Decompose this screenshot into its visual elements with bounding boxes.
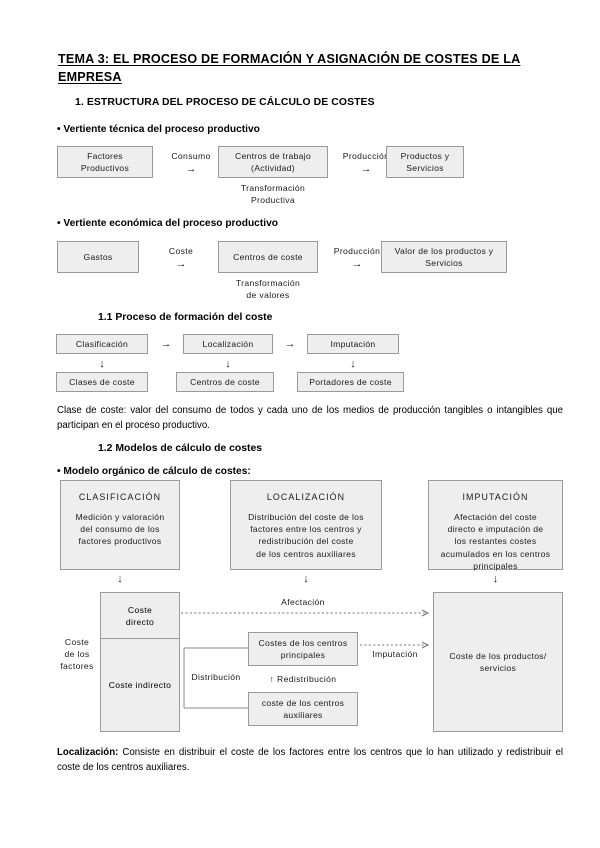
box-imputacion-detalle: IMPUTACIÓN Afectación del coste directo … [428, 480, 563, 571]
box-clases-de-coste: Clases de coste [56, 372, 148, 392]
box-centros-de-trabajo: Centros de trabajo (Actividad) [218, 146, 328, 178]
box-clasificacion-detalle: CLASIFICACIÓN Medición y valoración del … [60, 480, 180, 570]
box-label: Costes de los centros principales [258, 637, 348, 660]
paragraph-line-1: Clase de coste: valor del consumo de tod… [57, 405, 493, 416]
arrow-down-icon: ↓ [99, 358, 105, 370]
box-title: IMPUTACIÓN [462, 492, 529, 502]
bullet-vertiente-economica: • Vertiente económica del proceso produc… [57, 218, 278, 229]
box-label: Factores Productivos [80, 150, 130, 173]
box-body: Afectación del coste directo e imputació… [440, 512, 551, 571]
arrow-down-icon: ↓ [492, 573, 499, 585]
link-label-coste: Coste [168, 246, 194, 256]
arrow-right-icon: → [175, 258, 187, 270]
box-label: Imputación [330, 338, 376, 349]
box-imputacion: Imputación [307, 334, 399, 354]
bullet-vertiente-tecnica: • Vertiente técnica del proceso producti… [57, 124, 260, 135]
cell-coste-indirecto: Coste indirecto [108, 680, 172, 690]
box-label: Productos y Servicios [400, 150, 450, 173]
box-body: Medición y valoración del consumo de los… [75, 512, 165, 547]
label-imputacion: Imputación [372, 649, 418, 659]
box-title: CLASIFICACIÓN [78, 492, 162, 502]
box-body: Distribución del coste de los factores e… [248, 512, 364, 559]
box-productos-y-servicios: Productos y Servicios [386, 146, 464, 178]
paragraph-clase-de-coste: Clase de coste: valor del consumo de tod… [57, 404, 563, 433]
arrow-right-icon: → [360, 163, 372, 175]
box-label: Coste de los productos/ servicios [449, 650, 547, 673]
box-valor-productos-servicios: Valor de los productos y Servicios [381, 241, 507, 273]
arrow-down-icon: ↓ [350, 358, 356, 370]
box-label: Centros de coste [190, 376, 260, 387]
cell-coste-directo: Coste directo [101, 593, 179, 639]
note-localizacion: Localización: Consiste en distribuir el … [57, 746, 563, 775]
caption-transformacion-de-valores: Transformación de valores [235, 278, 301, 300]
label-redistribucion: ↑ Redistribución [269, 674, 337, 684]
box-localizacion-detalle: LOCALIZACIÓN Distribución del coste de l… [230, 480, 382, 570]
box-label: Portadores de coste [309, 376, 392, 387]
section-1-2-heading: 1.2 Modelos de cálculo de costes [98, 443, 262, 454]
box-centros-de-coste-2: Centros de coste [176, 372, 274, 392]
note-text: Consiste en distribuir el coste de los f… [57, 747, 563, 773]
page-title: TEMA 3: EL PROCESO DE FORMACIÓN Y ASIGNA… [58, 52, 521, 84]
label-distribucion: Distribución [191, 672, 241, 682]
box-label: Clasificación [75, 338, 129, 349]
box-factores-productivos: Factores Productivos [57, 146, 153, 178]
box-label: coste de los centros auxiliares [261, 697, 345, 720]
box-label: Centros de coste [233, 251, 303, 262]
box-gastos: Gastos [57, 241, 139, 273]
box-coste-directo-indirecto: Coste directo Coste indirecto [100, 592, 180, 732]
box-centros-de-coste: Centros de coste [218, 241, 318, 273]
caption-transformacion-productiva: Transformación Productiva [240, 183, 306, 205]
note-term: Localización: [57, 747, 119, 758]
box-centros-principales: Costes de los centros principales [248, 632, 358, 666]
box-localizacion: Localización [183, 334, 273, 354]
box-portadores-de-coste: Portadores de coste [297, 372, 404, 392]
arrow-right-icon: → [351, 258, 363, 270]
box-centros-auxiliares: coste de los centros auxiliares [248, 692, 358, 726]
section-1-1-heading: 1.1 Proceso de formación del coste [98, 312, 273, 323]
label-coste-de-los-factores: Coste de los factores [60, 637, 94, 671]
box-label: Clases de coste [69, 376, 135, 387]
link-label-consumo: Consumo [171, 151, 211, 161]
arrow-right-icon: → [185, 163, 197, 175]
box-label: Valor de los productos y Servicios [394, 245, 494, 268]
link-label-produccion: Producción [342, 151, 390, 161]
arrow-down-icon: ↓ [117, 573, 123, 585]
arrow-down-icon: ↓ [225, 358, 231, 370]
link-label-produccion: Producción [333, 246, 381, 256]
box-label: Centros de trabajo (Actividad) [234, 150, 312, 173]
section-1-heading: 1. ESTRUCTURA DEL PROCESO DE CÁLCULO DE … [75, 97, 375, 108]
arrow-right-icon: → [284, 338, 296, 350]
bullet-modelo-organico: • Modelo orgánico de cálculo de costes: [57, 466, 251, 477]
arrowhead-afectacion [421, 609, 430, 617]
box-clasificacion: Clasificación [56, 334, 148, 354]
label-afectacion: Afectación [281, 597, 325, 607]
arrow-right-icon: → [160, 338, 172, 350]
paragraph-line-2: intangibles que participan en el proceso… [57, 405, 563, 431]
box-title: LOCALIZACIÓN [266, 492, 346, 502]
box-label: Gastos [83, 251, 113, 262]
arrow-down-icon: ↓ [303, 573, 309, 585]
box-label: Localización [202, 338, 254, 349]
box-coste-productos-servicios: Coste de los productos/ servicios [433, 592, 563, 732]
